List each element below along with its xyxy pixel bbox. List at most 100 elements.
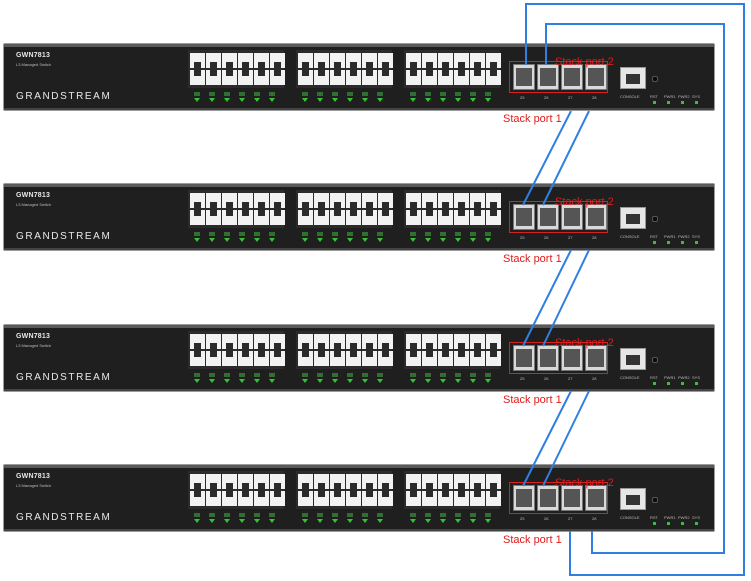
sfp-port-label: 28: [592, 95, 597, 100]
rj45-port: [346, 53, 361, 68]
rj45-port: [314, 334, 329, 349]
stack-port-2-label: Stack port 2: [555, 56, 614, 68]
sfp-port: [513, 485, 535, 511]
port-led-label: [209, 373, 215, 377]
rj45-port-group: [296, 50, 393, 88]
status-led: [695, 101, 698, 104]
port-led-indicator: [455, 519, 461, 523]
rj45-port: [330, 351, 345, 366]
rj45-port: [314, 491, 329, 506]
reset-button: [652, 216, 658, 222]
rj45-port: [346, 474, 361, 489]
status-led-label: RST: [650, 515, 658, 520]
port-led-indicator: [425, 238, 431, 242]
port-led-indicator: [209, 519, 215, 523]
port-led-indicator: [470, 98, 476, 102]
rj45-port-group: [188, 331, 285, 369]
port-led-indicator: [410, 519, 416, 523]
port-led-label: [332, 513, 338, 517]
rj45-port: [470, 474, 485, 489]
sfp-port: [513, 204, 535, 230]
port-led-indicator: [347, 519, 353, 523]
port-led-indicator: [254, 519, 260, 523]
rj45-port: [470, 210, 485, 225]
port-led-indicator: [362, 379, 368, 383]
rj45-port-group: [188, 190, 285, 228]
port-led-label: [302, 373, 308, 377]
port-led-indicator: [332, 519, 338, 523]
rj45-port: [190, 491, 205, 506]
port-led-indicator: [410, 238, 416, 242]
rj45-port: [190, 193, 205, 208]
rj45-port: [190, 351, 205, 366]
port-led-indicator: [224, 98, 230, 102]
rj45-port: [222, 334, 237, 349]
console-label: CONSOLE: [620, 234, 640, 239]
rj45-port: [254, 193, 269, 208]
port-led-indicator: [377, 238, 383, 242]
reset-button: [652, 357, 658, 363]
port-led-label: [269, 232, 275, 236]
sfp-port-label: 27: [568, 516, 573, 521]
rj45-port: [422, 193, 437, 208]
rj45-port: [470, 70, 485, 85]
rj45-port: [362, 210, 377, 225]
rj45-port: [422, 334, 437, 349]
port-led-row: [188, 513, 284, 523]
rj45-port: [470, 53, 485, 68]
status-led-label: RST: [650, 234, 658, 239]
rj45-port: [406, 210, 421, 225]
stack-port-2-label: Stack port 2: [555, 477, 614, 489]
rj45-port: [222, 193, 237, 208]
port-led-label: [410, 232, 416, 236]
rj45-port: [454, 210, 469, 225]
rj45-port: [314, 474, 329, 489]
rj45-port: [190, 210, 205, 225]
rj45-port: [346, 351, 361, 366]
rj45-port: [238, 53, 253, 68]
rj45-port: [378, 193, 393, 208]
rj45-port: [298, 70, 313, 85]
sfp-port-label: 27: [568, 235, 573, 240]
port-led-label: [440, 92, 446, 96]
port-led-indicator: [455, 238, 461, 242]
sfp-port-label: 26: [544, 516, 549, 521]
rj45-port: [438, 334, 453, 349]
model-name: GWN7813: [16, 192, 51, 199]
rj45-port: [330, 474, 345, 489]
rj45-port: [378, 210, 393, 225]
rj45-port: [454, 491, 469, 506]
status-led-label: SYS: [692, 94, 701, 99]
port-led-label: [347, 513, 353, 517]
port-led-label: [194, 232, 200, 236]
rj45-port: [238, 210, 253, 225]
port-led-indicator: [302, 98, 308, 102]
port-led-indicator: [209, 238, 215, 242]
rj45-port: [222, 210, 237, 225]
stack-port-1-label: Stack port 1: [503, 253, 562, 265]
console-label: CONSOLE: [620, 515, 640, 520]
rj45-port: [222, 70, 237, 85]
rj45-port: [254, 491, 269, 506]
port-led-label: [194, 373, 200, 377]
port-led-indicator: [440, 238, 446, 242]
port-led-indicator: [317, 379, 323, 383]
port-led-indicator: [440, 379, 446, 383]
rj45-port: [222, 351, 237, 366]
rj45-port: [422, 70, 437, 85]
rj45-port: [362, 491, 377, 506]
port-led-indicator: [377, 519, 383, 523]
port-led-indicator: [332, 238, 338, 242]
stack-port-1-label: Stack port 1: [503, 394, 562, 406]
port-led-label: [410, 92, 416, 96]
rj45-port: [330, 70, 345, 85]
model-name: GWN7813: [16, 52, 51, 59]
port-led-indicator: [425, 98, 431, 102]
sfp-port-label: 28: [592, 376, 597, 381]
port-led-indicator: [302, 379, 308, 383]
rj45-port-group: [404, 50, 501, 88]
console-port: [620, 488, 646, 510]
status-led: [681, 101, 684, 104]
